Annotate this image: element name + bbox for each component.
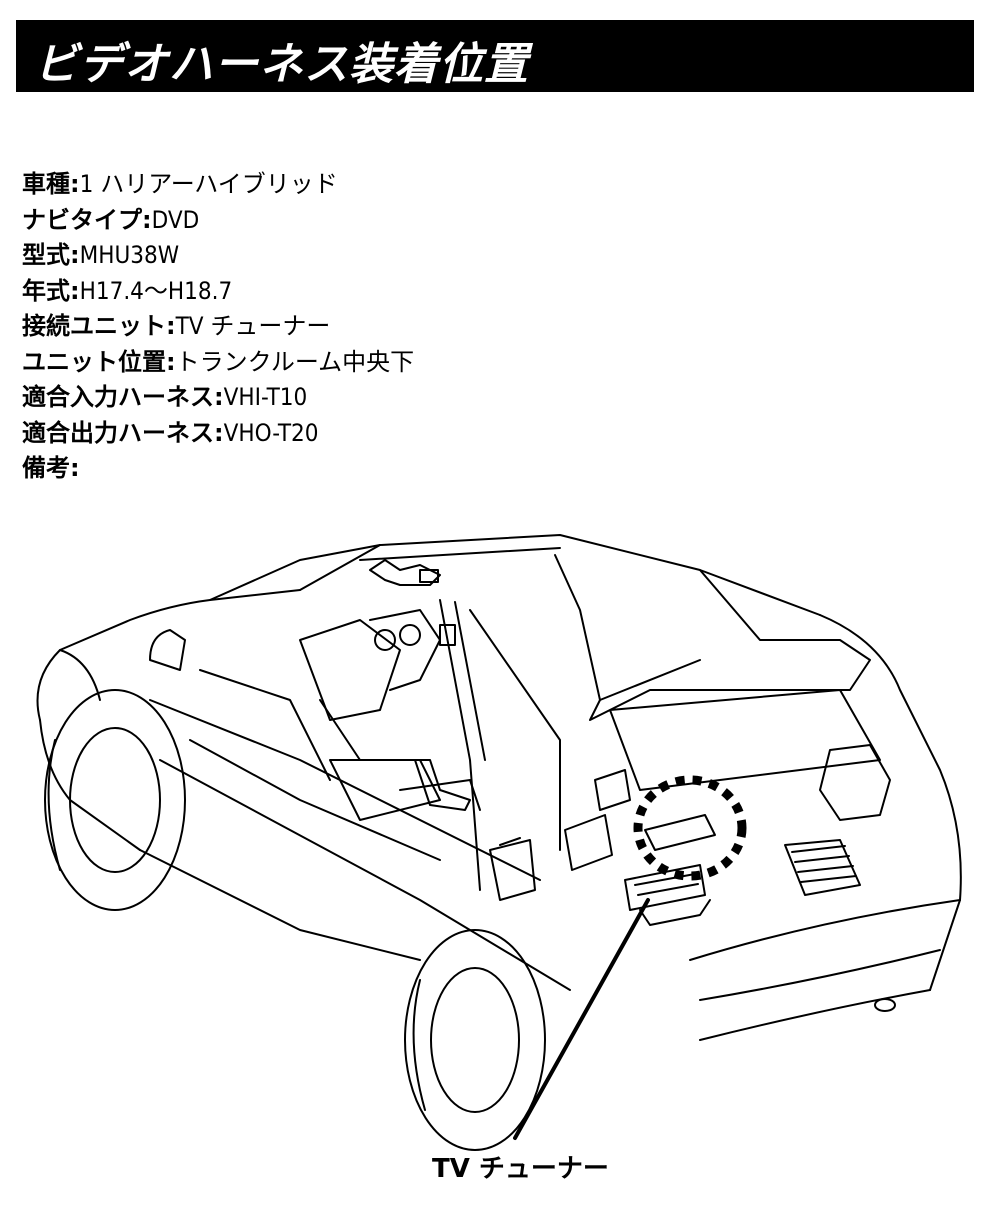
- spec-list: 車種:1 ハリアーハイブリッド ナビタイプ:DVD 型式:MHU38W 年式:H…: [22, 167, 414, 487]
- spec-separator: :: [70, 454, 80, 482]
- spec-separator: :: [166, 347, 176, 376]
- spec-row-type-code: 型式:MHU38W: [22, 238, 414, 274]
- spec-value: VHO-T20: [223, 418, 319, 447]
- highlight-circle: [633, 775, 747, 881]
- spec-label: 接続ユニット: [22, 312, 166, 340]
- spec-value: DVD: [151, 205, 200, 234]
- spec-separator: :: [70, 276, 80, 305]
- spec-row-model: 車種:1 ハリアーハイブリッド: [22, 167, 414, 203]
- spec-label: 適合入力ハーネス: [22, 383, 214, 411]
- spec-label: 車種: [22, 170, 70, 198]
- spec-value: MHU38W: [79, 241, 180, 269]
- spec-value: TV チューナー: [175, 312, 331, 340]
- spec-row-unit: 接続ユニット:TV チューナー: [22, 309, 414, 345]
- spec-row-unit-location: ユニット位置:トランクルーム中央下: [22, 345, 414, 381]
- page-title: ビデオハーネス装着位置: [34, 39, 529, 90]
- spec-separator: :: [70, 241, 80, 269]
- spec-label: 適合出力ハーネス: [22, 418, 214, 447]
- spec-separator: :: [214, 383, 224, 411]
- spec-row-input-harness: 適合入力ハーネス:VHI-T10: [22, 380, 414, 416]
- spec-separator: :: [142, 205, 152, 234]
- spec-label: ユニット位置: [22, 347, 166, 376]
- spec-separator: :: [166, 312, 176, 340]
- spec-value: 1 ハリアーハイブリッド: [79, 170, 338, 198]
- callout-leader-line: [513, 898, 650, 1140]
- spec-value: H17.4〜H18.7: [79, 276, 233, 305]
- spec-row-output-harness: 適合出力ハーネス:VHO-T20: [22, 416, 414, 452]
- component-modules: [414, 744, 891, 926]
- spec-value: VHI-T10: [223, 383, 308, 411]
- spec-label: 備考: [22, 454, 70, 482]
- spec-row-remarks: 備考:: [22, 451, 414, 487]
- spec-separator: :: [214, 418, 224, 447]
- title-bar: ビデオハーネス装着位置: [16, 20, 974, 92]
- spec-row-nav-type: ナビタイプ:DVD: [22, 203, 414, 239]
- rear-wheel: [404, 929, 546, 1151]
- car-body: [36, 534, 962, 1041]
- spec-label: 型式: [22, 241, 70, 269]
- spec-label: ナビタイプ: [22, 205, 142, 234]
- front-wheel: [44, 689, 186, 911]
- spec-row-year: 年式:H17.4〜H18.7: [22, 274, 414, 310]
- callout-label-tv-tuner: TV チューナー: [432, 1154, 609, 1184]
- spec-value: トランクルーム中央下: [175, 347, 415, 376]
- spec-label: 年式: [22, 276, 70, 305]
- spec-separator: :: [70, 170, 80, 198]
